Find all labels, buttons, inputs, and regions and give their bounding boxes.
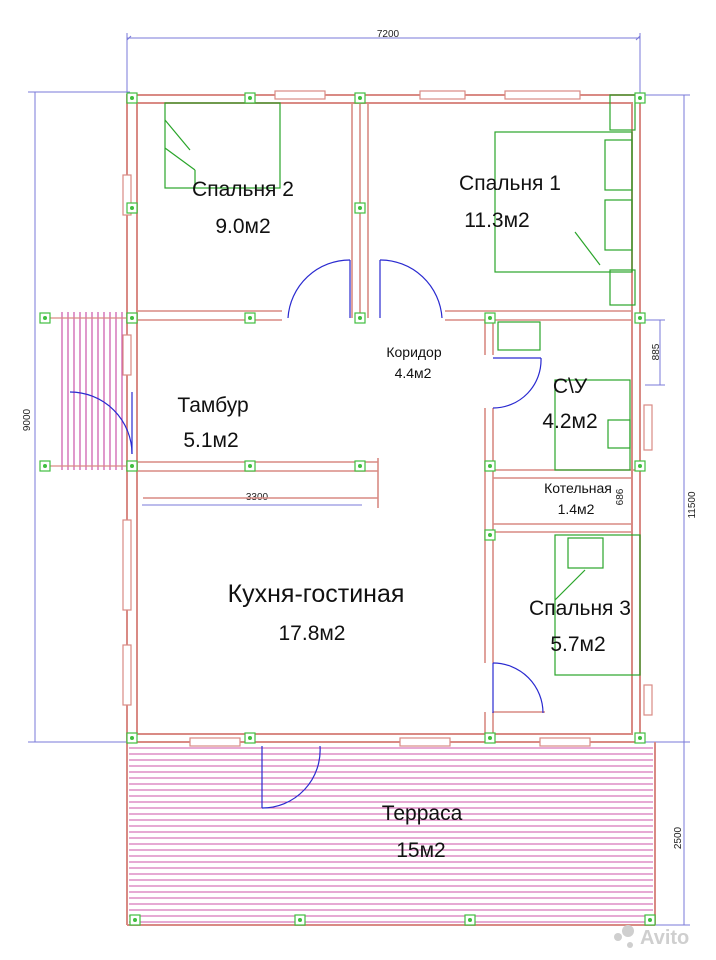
watermark-dot-icon bbox=[627, 942, 633, 948]
watermark-dot-icon bbox=[622, 925, 634, 937]
dim-left-height: 9000 bbox=[22, 408, 33, 431]
room-bedroom3-name: Спальня 3 bbox=[529, 597, 631, 620]
column-node-dot bbox=[248, 736, 252, 740]
column-node-dot bbox=[488, 464, 492, 468]
room-kitchen-area: 17.8м2 bbox=[279, 622, 346, 645]
column-node-dot bbox=[130, 96, 134, 100]
column-node-dot bbox=[248, 316, 252, 320]
room-bedroom2-area: 9.0м2 bbox=[215, 215, 270, 238]
room-boiler-name: Котельная bbox=[544, 480, 612, 496]
furniture bbox=[164, 94, 641, 676]
porch bbox=[44, 312, 128, 470]
structural-nodes bbox=[39, 92, 656, 926]
watermark-text: Avito bbox=[640, 927, 689, 949]
column-node-dot bbox=[358, 464, 362, 468]
watermark-dot-icon bbox=[614, 933, 622, 941]
column-node-dot bbox=[648, 918, 652, 922]
column-node-dot bbox=[248, 96, 252, 100]
windows bbox=[122, 90, 653, 747]
doors bbox=[69, 259, 544, 809]
column-node-dot bbox=[488, 533, 492, 537]
column-node-dot bbox=[298, 918, 302, 922]
room-kitchen-name: Кухня-гостиная bbox=[228, 580, 405, 608]
room-boiler-area: 1.4м2 bbox=[558, 501, 595, 517]
column-node-dot bbox=[358, 206, 362, 210]
exterior-walls bbox=[126, 94, 641, 743]
column-node-dot bbox=[130, 736, 134, 740]
watermark: Avito bbox=[614, 925, 689, 949]
room-labels: Спальня 2 9.0м2 Спальня 1 11.3м2 Коридор… bbox=[177, 172, 631, 862]
terrace-border bbox=[126, 742, 656, 926]
dim-terrace-depth: 2500 bbox=[673, 826, 684, 849]
room-terrace-area: 15м2 bbox=[396, 839, 445, 862]
column-node-dot bbox=[130, 464, 134, 468]
dim-boiler: 686 bbox=[615, 488, 626, 505]
room-bathroom-area: 4.2м2 bbox=[542, 410, 597, 433]
column-node-dot bbox=[638, 96, 642, 100]
dim-top-width: 7200 bbox=[377, 29, 400, 40]
column-node-dot bbox=[43, 316, 47, 320]
column-node-dot bbox=[638, 464, 642, 468]
room-corridor-area: 4.4м2 bbox=[395, 365, 432, 381]
column-node-dot bbox=[468, 918, 472, 922]
column-node-dot bbox=[130, 316, 134, 320]
column-node-dot bbox=[638, 736, 642, 740]
column-node-dot bbox=[133, 918, 137, 922]
column-node-dot bbox=[358, 96, 362, 100]
room-vestibule-area: 5.1м2 bbox=[183, 429, 238, 452]
room-terrace-name: Терраса bbox=[382, 802, 463, 825]
room-bedroom1-name: Спальня 1 bbox=[459, 172, 561, 195]
room-bedroom1-area: 11.3м2 bbox=[464, 209, 529, 232]
dim-bath: 885 bbox=[651, 343, 662, 360]
column-node-dot bbox=[130, 206, 134, 210]
column-node-dot bbox=[488, 736, 492, 740]
column-node-dot bbox=[358, 316, 362, 320]
terrace-decking bbox=[129, 747, 653, 923]
column-node-dot bbox=[248, 464, 252, 468]
column-node-dot bbox=[43, 464, 47, 468]
room-bedroom2-name: Спальня 2 bbox=[192, 178, 294, 201]
room-bathroom-name: С\У bbox=[553, 375, 588, 398]
room-vestibule-name: Тамбур bbox=[177, 394, 248, 417]
column-node-dot bbox=[638, 316, 642, 320]
dim-right-total: 11500 bbox=[687, 491, 698, 519]
interior-walls bbox=[137, 103, 640, 734]
column-node-dot bbox=[488, 316, 492, 320]
room-corridor-name: Коридор bbox=[386, 344, 442, 360]
room-bedroom3-area: 5.7м2 bbox=[550, 633, 605, 656]
